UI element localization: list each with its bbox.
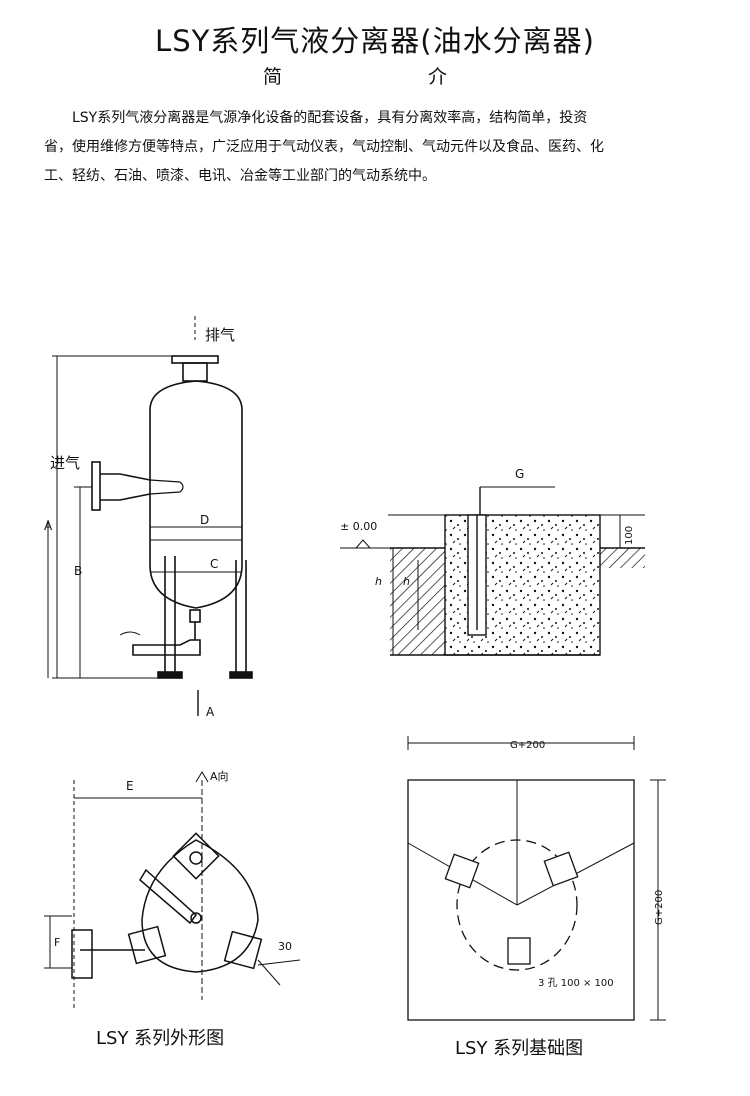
exhaust-label: 排气 (205, 326, 235, 344)
intro-paragraph: LSY系列气液分离器是气源净化设备的配套设备，具有分离效率高，结构简单，投资 省… (44, 104, 744, 191)
section-heading: 简 介 (262, 66, 518, 88)
g-label: G (515, 467, 524, 481)
view-a-label: A (206, 705, 215, 719)
f-label: F (54, 936, 60, 949)
document-title: LSY系列气液分离器(油水分离器) (155, 24, 595, 58)
base-width-label: G+200 (510, 740, 545, 751)
dimension-b-label: B (74, 564, 82, 578)
elevation-drawing: 排气 (47, 316, 253, 716)
foundation-section-drawing (340, 486, 645, 656)
base-caption: LSY 系列基础图 (455, 1038, 584, 1059)
dimension-d-label: D (200, 513, 209, 527)
inlet-label: 进气 (50, 454, 80, 472)
plan-view-drawing (44, 771, 301, 1010)
intro-line: 工、轻纺、石油、喷漆、电讯、冶金等工业部门的气动系统中。 (44, 168, 436, 184)
outline-caption: LSY 系列外形图 (96, 1028, 225, 1049)
e-label: E (126, 779, 134, 793)
depth-label: 100 (624, 526, 635, 545)
ground-level-label: ± 0.00 (340, 520, 377, 533)
a-direction-label: A向 (210, 769, 229, 783)
dimension-a-label: A (44, 519, 53, 533)
base-plan-drawing (407, 736, 666, 1021)
dimension-c-label: C (210, 557, 218, 571)
angle-label: 30 (278, 940, 292, 953)
intro-line: LSY系列气液分离器是气源净化设备的配套设备，具有分离效率高，结构简单，投资 (72, 110, 588, 126)
holes-label: 3 孔 100 × 100 (538, 977, 614, 989)
h1-label: h (375, 575, 382, 588)
h2-label: h (403, 575, 410, 588)
intro-line: 省，使用维修方便等特点，广泛应用于气动仪表，气动控制、气动元件以及食品、医药、化 (44, 139, 604, 155)
base-height-label: G+200 (654, 890, 665, 925)
